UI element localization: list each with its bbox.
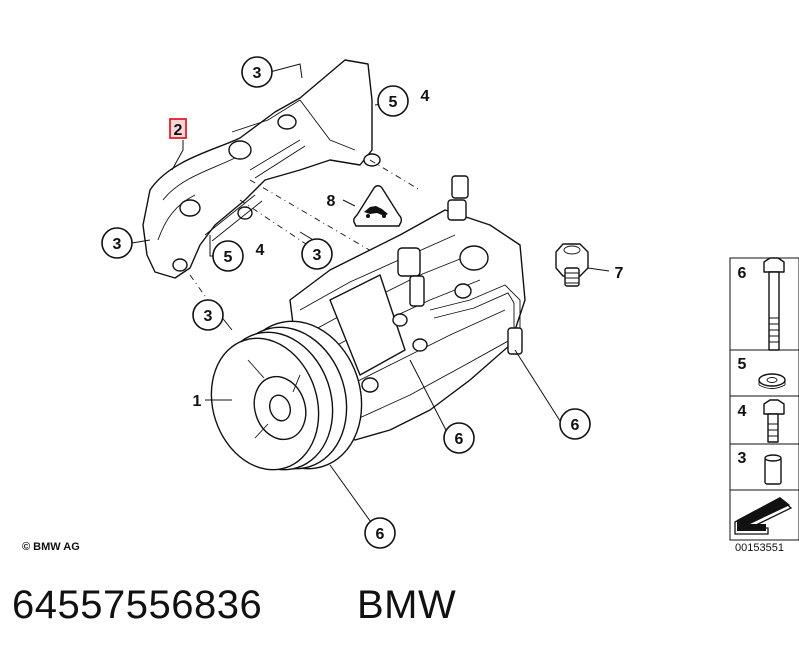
callout-4-mid: 4 bbox=[256, 242, 265, 259]
copyright-notice: © BMW AG bbox=[22, 541, 80, 553]
arrow-icon bbox=[734, 497, 793, 535]
svg-text:3: 3 bbox=[113, 236, 122, 253]
part-number: 64557556836 bbox=[12, 583, 263, 627]
svg-text:5: 5 bbox=[738, 356, 747, 373]
diagram-id: 00153551 bbox=[735, 542, 784, 554]
svg-text:2: 2 bbox=[174, 122, 183, 139]
callout-6-right: 6 bbox=[559, 408, 591, 440]
callout-6-mid: 6 bbox=[443, 422, 475, 454]
callout-7: 7 bbox=[615, 265, 624, 282]
svg-text:3: 3 bbox=[253, 65, 262, 82]
leader-lines bbox=[131, 63, 610, 533]
pulley bbox=[210, 320, 363, 471]
callout-3-top: 3 bbox=[241, 56, 273, 88]
svg-text:5: 5 bbox=[224, 249, 233, 266]
svg-text:3: 3 bbox=[313, 247, 322, 264]
callout-3-left: 3 bbox=[101, 227, 133, 259]
callout-8: 8 bbox=[327, 193, 336, 210]
callout-3-center: 3 bbox=[301, 238, 333, 270]
legend-item-6: 6 bbox=[738, 257, 785, 351]
svg-text:4: 4 bbox=[421, 88, 430, 105]
callout-3-lower: 3 bbox=[192, 299, 224, 331]
fitting-7 bbox=[555, 243, 589, 287]
callout-4-top: 4 bbox=[421, 88, 430, 105]
svg-text:4: 4 bbox=[738, 403, 747, 420]
washer-icon bbox=[758, 373, 786, 389]
callout-1: 1 bbox=[193, 393, 202, 410]
legend-item-4: 4 bbox=[738, 399, 785, 443]
svg-text:8: 8 bbox=[327, 193, 336, 210]
brand-name: BMW bbox=[357, 583, 457, 627]
svg-text:6: 6 bbox=[738, 265, 747, 282]
callout-5-mid: 5 bbox=[212, 240, 244, 272]
svg-text:6: 6 bbox=[571, 417, 580, 434]
legend-item-3: 3 bbox=[738, 450, 782, 485]
svg-text:3: 3 bbox=[738, 450, 747, 467]
callout-6-bottom: 6 bbox=[364, 517, 396, 549]
svg-text:5: 5 bbox=[389, 94, 398, 111]
sleeve-icon bbox=[764, 454, 782, 485]
svg-text:6: 6 bbox=[376, 526, 385, 543]
callout-2-highlighted[interactable]: 2 bbox=[169, 118, 187, 139]
long-bolt-icon bbox=[763, 257, 785, 351]
legend-panel: 6 5 4 3 bbox=[729, 257, 799, 541]
svg-text:6: 6 bbox=[455, 431, 464, 448]
warning-label-8 bbox=[353, 185, 403, 227]
svg-text:3: 3 bbox=[204, 308, 213, 325]
hex-bolt-icon bbox=[763, 399, 785, 443]
svg-text:7: 7 bbox=[615, 265, 624, 282]
compressor-bracket bbox=[142, 59, 381, 279]
callout-5-top: 5 bbox=[377, 85, 409, 117]
legend-item-5: 5 bbox=[738, 356, 786, 389]
svg-text:1: 1 bbox=[193, 393, 202, 410]
svg-text:4: 4 bbox=[256, 242, 265, 259]
